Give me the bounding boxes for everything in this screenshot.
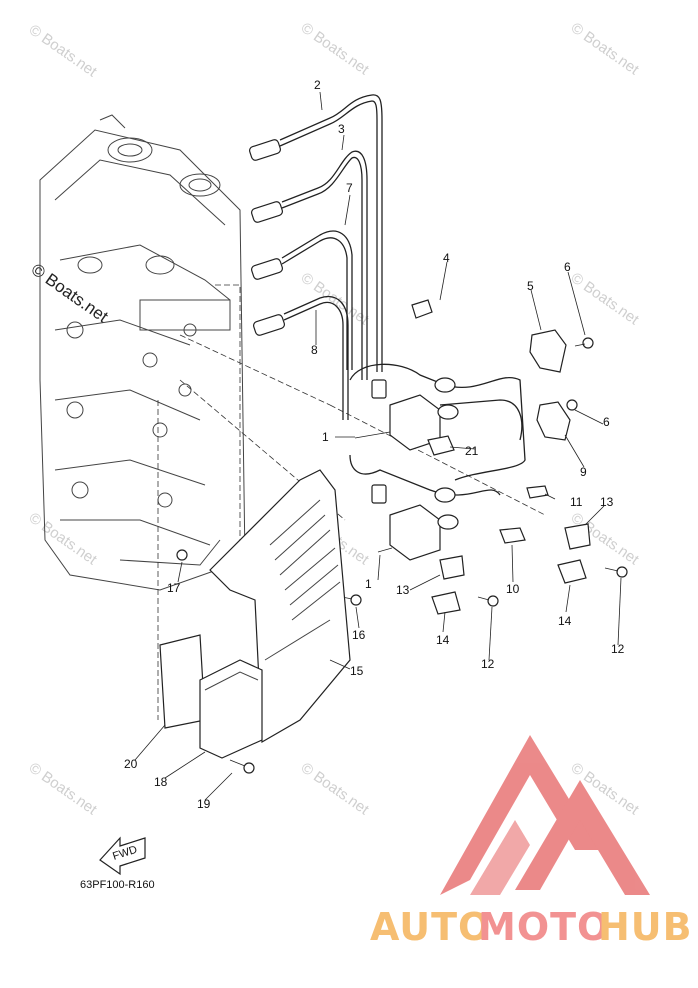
watermark: © Boats.net [568, 269, 643, 328]
callout-3: 3 [338, 122, 345, 136]
callout-12-right: 12 [611, 642, 625, 656]
watermark: © Boats.net [298, 269, 373, 328]
plug-cap-7 [251, 230, 353, 370]
brand-moto: MOTO [478, 905, 610, 949]
watermark: © Boats.net [298, 19, 373, 78]
callout-17: 17 [167, 581, 181, 595]
plug-cap-8 [253, 295, 349, 420]
watermark: © Boats.net [298, 759, 373, 818]
callout-13-right: 13 [600, 495, 614, 509]
cdi-unit [159, 634, 263, 759]
holder-10 [499, 527, 526, 544]
clamp-21 [427, 435, 455, 456]
callout-9: 9 [580, 465, 587, 479]
callout-6-right: 6 [603, 415, 610, 429]
callout-6-top: 6 [564, 260, 571, 274]
watermark: © Boats.net [26, 759, 101, 818]
callout-11: 11 [570, 495, 583, 509]
automotohub-logo: AUTO MOTO HUB [370, 735, 693, 949]
bracket-9 [536, 401, 571, 441]
callout-1-upper: 1 [322, 430, 329, 444]
fwd-arrow: FWD [99, 836, 146, 876]
diagram-code: 63PF100-R160 [80, 879, 155, 891]
callout-7: 7 [346, 181, 353, 195]
plate-13b [564, 523, 591, 550]
callout-8: 8 [311, 343, 318, 357]
callout-leaders [134, 91, 622, 801]
engine-block [39, 114, 246, 591]
callout-2: 2 [314, 78, 321, 92]
plug-cap-3 [251, 150, 368, 380]
ignition-coils [349, 363, 526, 561]
cover-15 [209, 469, 351, 744]
plug-cap-2 [249, 94, 383, 372]
callout-14-left: 14 [436, 633, 450, 647]
watermark: © Boats.net [26, 21, 101, 80]
callout-14-right: 14 [558, 614, 572, 628]
callout-19: 19 [197, 797, 211, 811]
plate-13a [439, 555, 465, 580]
gasket-20 [159, 634, 206, 729]
small-parts [176, 299, 628, 774]
holder-14a [431, 591, 461, 615]
connector [371, 379, 387, 399]
cdi-18 [199, 659, 263, 759]
brand-hub: HUB [598, 905, 693, 949]
callout-13-left: 13 [396, 583, 410, 597]
callout-5: 5 [527, 279, 534, 293]
callout-1-lower: 1 [365, 577, 372, 591]
callout-12-left: 12 [481, 657, 495, 671]
callout-18: 18 [154, 775, 168, 789]
ignition-coil-lower [389, 504, 441, 561]
watermark: © Boats.net [568, 19, 643, 78]
brand-auto: AUTO [370, 905, 491, 949]
callout-15: 15 [350, 664, 364, 678]
clamp-4 [411, 299, 433, 319]
callouts: 2 3 7 8 4 5 6 6 9 1 21 11 13 1 13 10 14 … [124, 78, 625, 811]
callout-21: 21 [465, 444, 479, 458]
spark-plug-leads [249, 94, 383, 420]
callout-20: 20 [124, 757, 138, 771]
bracket-5 [529, 329, 567, 373]
clip-11 [526, 485, 549, 499]
callout-4: 4 [443, 251, 450, 265]
holder-14b [557, 559, 587, 584]
callout-16: 16 [352, 628, 366, 642]
callout-10: 10 [506, 582, 520, 596]
watermark: © Boats.net [26, 509, 101, 568]
connector [371, 484, 387, 504]
